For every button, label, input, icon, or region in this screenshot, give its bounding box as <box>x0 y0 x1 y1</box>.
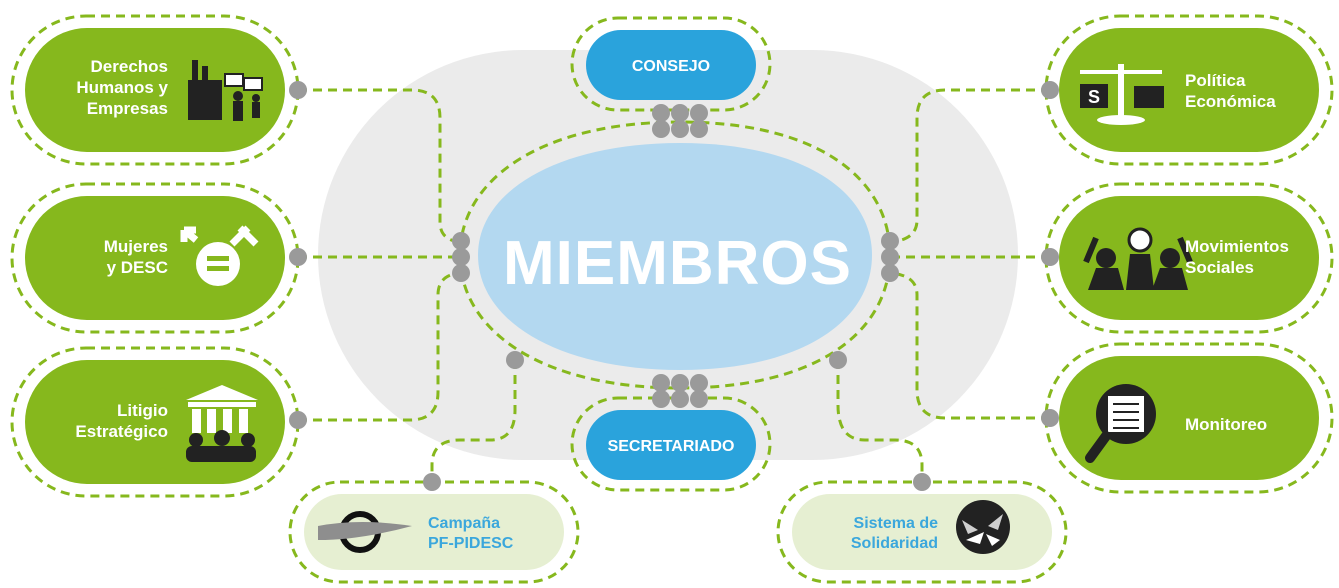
center-members-label: MIEMBROS <box>503 229 852 298</box>
campaign-line2: PF-PIDESC <box>428 535 514 552</box>
business-rights-line2: Humanos y <box>76 78 168 97</box>
campaign-label[interactable]: Campaña PF-PIDESC <box>428 514 548 554</box>
solidarity-line2: Solidaridad <box>850 535 938 552</box>
connector-lines <box>298 88 1050 482</box>
monitoring-label[interactable]: Monitoreo <box>1185 414 1315 435</box>
secretariado-label: SECRETARIADO <box>607 438 735 455</box>
scales-icon: S <box>1080 64 1164 125</box>
solidarity-line1: Sistema de <box>853 515 938 532</box>
secretariado-outline <box>570 396 772 492</box>
business-rights-line3: Empresas <box>86 99 168 118</box>
social-movements-label[interactable]: Movimientos Sociales <box>1185 236 1315 278</box>
consejo-box[interactable] <box>586 30 756 100</box>
gender-equality-icon <box>180 225 259 286</box>
center-members-shape <box>478 143 872 370</box>
strategic-litigation-line1: Litigio <box>117 401 168 420</box>
business-rights-label[interactable]: Derechos Humanos y Empresas <box>40 56 168 119</box>
campaign-logo-icon <box>318 511 412 553</box>
connector-dots <box>289 81 1059 491</box>
campaign-box[interactable] <box>304 494 564 570</box>
svg-text:S: S <box>1088 87 1100 107</box>
campaign-line1: Campaña <box>428 515 501 532</box>
hands-circle-icon <box>956 500 1010 554</box>
economic-policy-label[interactable]: Política Económica <box>1185 70 1315 112</box>
monitoring-line1: Monitoreo <box>1185 415 1268 434</box>
women-desc-line1: Mujeres <box>103 237 168 256</box>
consejo-outline <box>570 16 772 112</box>
magnifier-document-icon <box>1085 384 1156 463</box>
business-rights-line1: Derechos <box>90 57 168 76</box>
strategic-litigation-line2: Estratégico <box>75 422 168 441</box>
consejo-label: CONSEJO <box>631 58 711 75</box>
economic-policy-line2: Económica <box>1185 92 1276 111</box>
solidarity-label[interactable]: Sistema de Solidaridad <box>808 514 938 554</box>
factory-protest-icon <box>188 60 263 121</box>
courthouse-icon <box>186 385 258 462</box>
social-movements-line1: Movimientos <box>1185 237 1289 256</box>
social-movements-line2: Sociales <box>1185 258 1254 277</box>
women-desc-line2: y DESC <box>106 258 168 277</box>
women-desc-label[interactable]: Mujeres y DESC <box>40 236 168 278</box>
secretariado-box[interactable] <box>586 410 756 480</box>
raised-fists-icon <box>1083 227 1193 290</box>
economic-policy-line1: Política <box>1185 71 1246 90</box>
strategic-litigation-label[interactable]: Litigio Estratégico <box>40 400 168 442</box>
